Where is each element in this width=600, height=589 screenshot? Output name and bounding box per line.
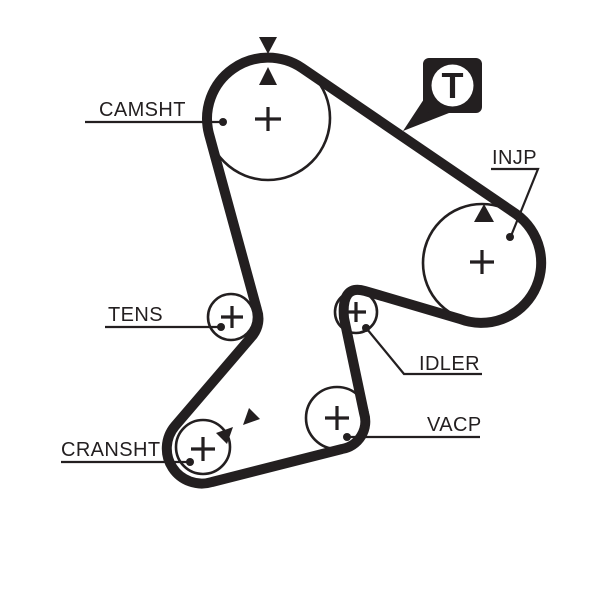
idler-pointer-dot xyxy=(362,324,370,332)
tensioner-pointer-dot xyxy=(217,323,225,331)
vacuum-pump-circle xyxy=(304,385,370,451)
camshaft-timing-mark-lower-icon xyxy=(259,67,277,85)
tensioner-circle xyxy=(206,292,256,342)
crankshaft-pulley xyxy=(174,408,260,476)
brand-t-bubble: T xyxy=(403,58,482,131)
vacuum-pump-label: VACP xyxy=(427,414,482,436)
idler-pulley xyxy=(333,289,379,335)
idler-circle xyxy=(333,289,379,335)
tensioner-callout: TENS xyxy=(105,304,225,331)
crankshaft-label: CRANSHT xyxy=(61,439,160,461)
vacuum-pump-callout: VACP xyxy=(343,414,482,441)
camshaft-label: CAMSHT xyxy=(99,99,186,121)
crankshaft-timing-mark-outer-icon xyxy=(243,408,260,425)
camshaft-callout: CAMSHT xyxy=(85,99,227,126)
injection-pump-timing-mark-icon xyxy=(474,204,494,222)
tensioner-center-mark xyxy=(221,306,243,328)
crankshaft-callout: CRANSHT xyxy=(61,439,194,466)
bubble-circle-icon xyxy=(431,64,474,107)
camshaft-timing-mark-upper-icon xyxy=(259,37,277,54)
camshaft-pulley xyxy=(204,37,332,182)
idler-pointer-line xyxy=(366,328,482,376)
camshaft-pulley-circle xyxy=(204,54,332,182)
injection-pump-callout: INJP xyxy=(491,147,540,241)
idler-callout: IDLER xyxy=(362,324,482,376)
vacuum-pump-pointer-dot xyxy=(343,433,351,441)
brand-letter: T xyxy=(442,65,464,106)
injection-pump-pulley xyxy=(421,202,543,324)
idler-center-mark xyxy=(346,302,366,322)
tensioner-label: TENS xyxy=(108,304,163,326)
vacuum-pump-pulley xyxy=(304,385,370,451)
crankshaft-timing-mark-inner-icon xyxy=(216,427,233,444)
injection-pump-center-mark xyxy=(470,250,494,274)
injection-pump-label: INJP xyxy=(492,147,537,169)
camshaft-pointer-dot xyxy=(219,118,227,126)
idler-label: IDLER xyxy=(419,353,480,375)
injection-pump-circle xyxy=(421,202,543,324)
crankshaft-pointer-dot xyxy=(186,458,194,466)
camshaft-center-mark xyxy=(255,107,281,131)
injection-pump-pointer-dot xyxy=(506,233,514,241)
crankshaft-center-mark xyxy=(191,437,215,461)
injection-pump-pointer-line xyxy=(491,167,540,237)
crankshaft-circle xyxy=(174,418,232,476)
vacuum-pump-center-mark xyxy=(325,406,349,430)
timing-belt xyxy=(161,52,547,489)
tensioner-pulley xyxy=(206,292,256,342)
